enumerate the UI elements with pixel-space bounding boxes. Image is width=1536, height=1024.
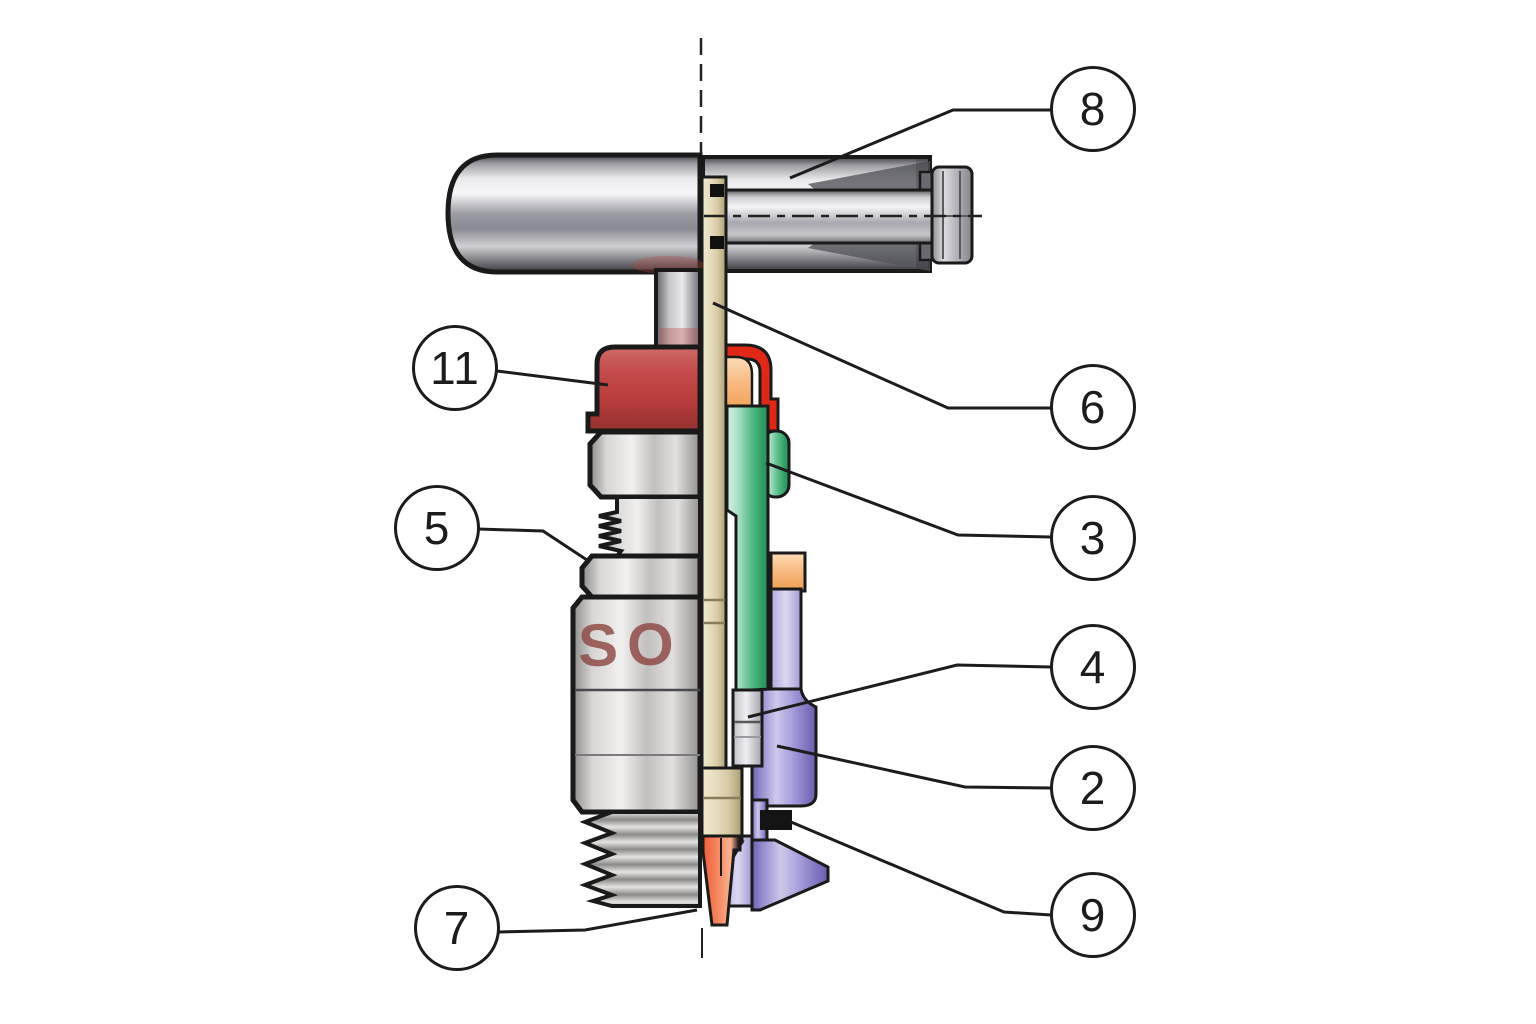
leader-9 (790, 820, 1052, 917)
leader-4 (747, 663, 1052, 719)
leader-2 (776, 744, 1052, 790)
packing-insert-orange (724, 355, 754, 414)
callout-4: 4 (1050, 624, 1136, 710)
leader-8 (789, 108, 1051, 180)
thread-exterior (579, 810, 702, 908)
leader-3 (765, 461, 1052, 539)
spindle-stem-section (700, 175, 728, 847)
callout-2: 2 (1050, 745, 1136, 831)
leader-11 (496, 369, 609, 387)
seat-skirt (750, 838, 830, 912)
leader-7 (498, 908, 698, 934)
leader-lines (477, 108, 1052, 934)
washer-silver (731, 688, 764, 768)
callout-3: 3 (1050, 495, 1136, 581)
red-cap-exterior (585, 344, 703, 434)
seat-orange-block (769, 551, 807, 593)
handle-exterior (445, 152, 704, 275)
callout-9: 9 (1050, 872, 1136, 958)
leader-5 (477, 527, 591, 564)
valve-tip-cone (701, 834, 742, 927)
callout-11: 11 (412, 325, 498, 411)
seal-ring-black (760, 810, 792, 830)
callout-6: 6 (1050, 364, 1136, 450)
leader-6 (712, 301, 1051, 410)
callout-7: 7 (414, 885, 500, 971)
callout-8: 8 (1050, 66, 1136, 152)
callout-5: 5 (394, 485, 480, 571)
stem-exterior (654, 268, 702, 352)
body-marking-text: SO (577, 610, 684, 680)
